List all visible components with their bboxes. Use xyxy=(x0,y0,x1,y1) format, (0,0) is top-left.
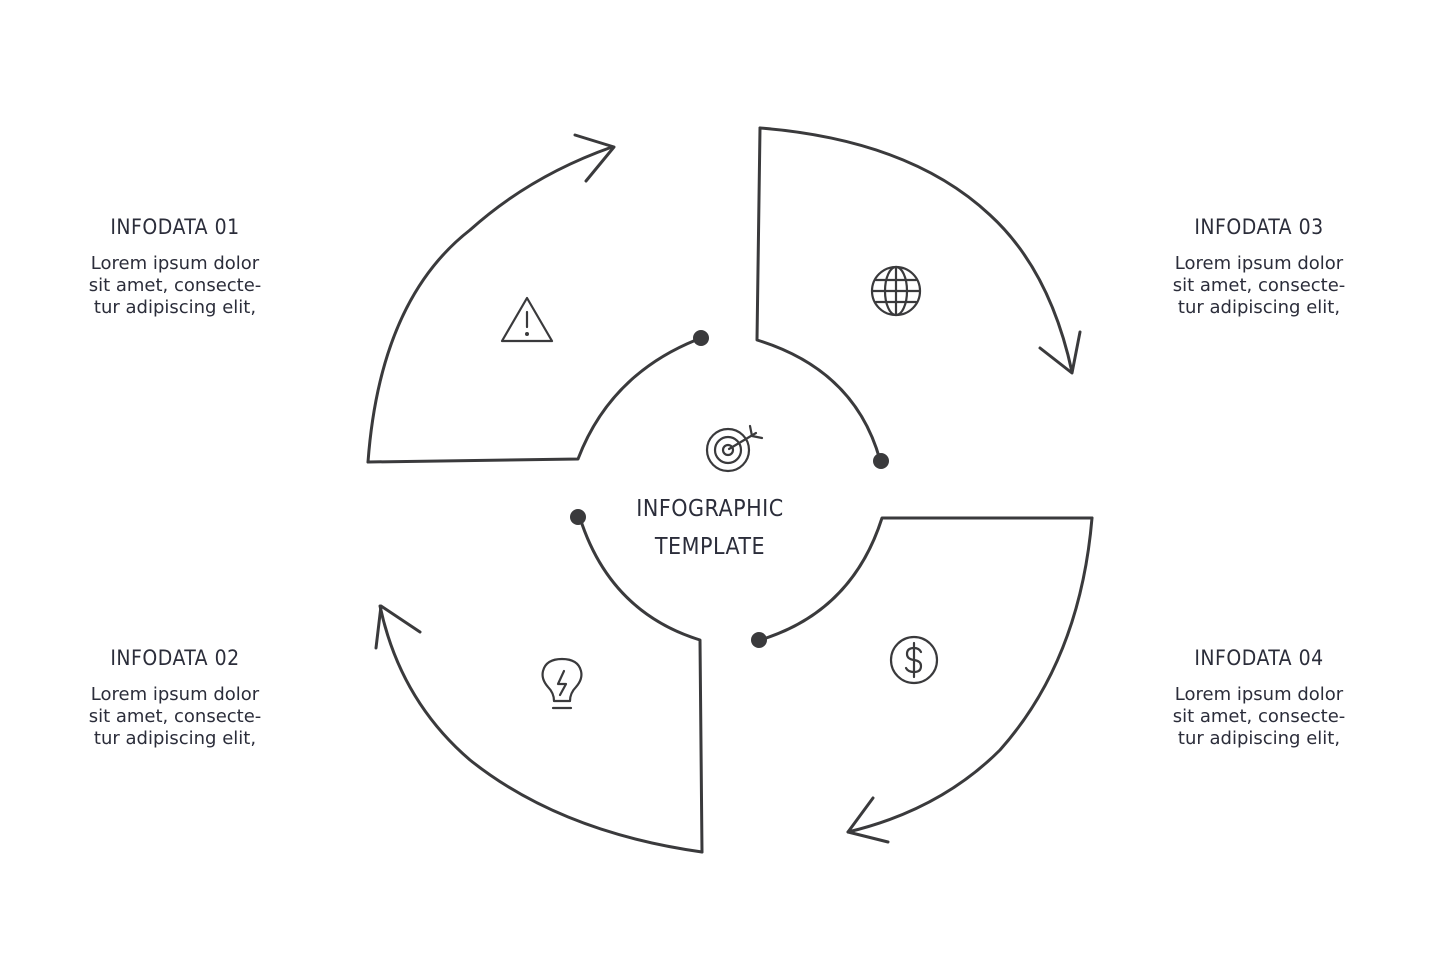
info-block-04: INFODATA 04 Lorem ipsum dolor sit amet, … xyxy=(1129,646,1389,750)
warning-icon xyxy=(500,296,554,343)
connector-dot-bottom xyxy=(751,632,767,648)
center-title-line2: TEMPLATE xyxy=(654,534,766,560)
center-title: INFOGRAPHIC TEMPLATE xyxy=(580,490,840,566)
segment-02-arrow xyxy=(374,516,704,854)
dollar-icon xyxy=(889,635,939,685)
segment-04-arrow xyxy=(758,516,1094,844)
connector-dot-left xyxy=(570,509,586,525)
info-title-02: INFODATA 02 xyxy=(110,646,240,670)
info-body-04: Lorem ipsum dolor sit amet, consecte- tu… xyxy=(1172,684,1346,749)
segment-03-arrow xyxy=(755,126,1082,462)
info-title-04: INFODATA 04 xyxy=(1194,646,1324,670)
info-body-01: Lorem ipsum dolor sit amet, consecte- tu… xyxy=(88,253,262,318)
info-block-02: INFODATA 02 Lorem ipsum dolor sit amet, … xyxy=(45,646,305,750)
info-body-03: Lorem ipsum dolor sit amet, consecte- tu… xyxy=(1172,253,1346,318)
connector-dot-right xyxy=(873,453,889,469)
lightbulb-icon xyxy=(541,657,583,710)
segment-01-arrow xyxy=(366,133,698,464)
info-body-02: Lorem ipsum dolor sit amet, consecte- tu… xyxy=(88,684,262,749)
target-icon xyxy=(705,424,764,473)
info-block-03: INFODATA 03 Lorem ipsum dolor sit amet, … xyxy=(1129,215,1389,319)
info-title-03: INFODATA 03 xyxy=(1194,215,1324,239)
globe-icon xyxy=(870,265,922,317)
info-title-01: INFODATA 01 xyxy=(110,215,240,239)
center-title-line1: INFOGRAPHIC xyxy=(636,496,784,522)
connector-dot-top xyxy=(693,330,709,346)
info-block-01: INFODATA 01 Lorem ipsum dolor sit amet, … xyxy=(45,215,305,319)
